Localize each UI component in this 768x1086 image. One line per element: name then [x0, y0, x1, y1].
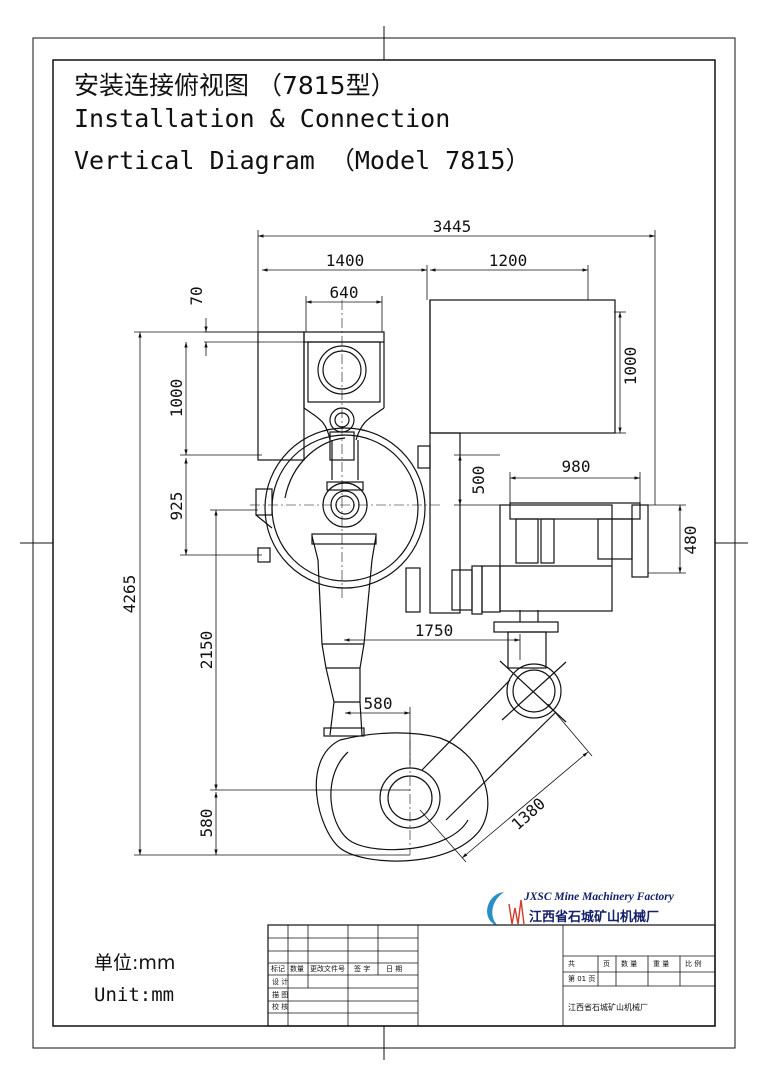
title-chinese: 安装连接俯视图 （7815型）	[74, 71, 396, 100]
tb-page-no: 第 01 页	[568, 975, 596, 983]
unit-chinese: 单位:mm	[94, 952, 176, 974]
dim-2150: 2150	[197, 631, 216, 670]
title-block	[267, 924, 716, 1027]
tb-total-label: 共	[568, 960, 575, 968]
tb-weight: 重 量	[653, 960, 670, 968]
tb-scale: 比 例	[685, 960, 702, 968]
tb-check: 校 核	[272, 1003, 289, 1011]
tb-rev-sign: 签 字	[354, 965, 371, 973]
tb-rev-doc: 更改文件号	[310, 965, 345, 973]
dimension-labels: 3445 1400 1200 640 70 1000 925 4265 2150…	[120, 217, 700, 837]
unit-english: Unit:mm	[94, 984, 175, 1006]
dim-500: 500	[469, 466, 488, 495]
dim-480: 480	[681, 526, 700, 555]
tb-draw: 描 图	[272, 991, 289, 999]
tb-rev-date: 日 期	[386, 965, 403, 973]
dim-4265: 4265	[120, 575, 139, 614]
tb-rev-mark: 标记	[271, 965, 285, 973]
logo-chinese: 江西省石城矿山机械厂	[529, 910, 660, 925]
dim-1750: 1750	[415, 621, 454, 640]
dimension-lines	[134, 230, 686, 863]
logo-english: JXSC Mine Machinery Factory	[524, 891, 674, 903]
dim-3445: 3445	[433, 217, 472, 236]
dim-580-left: 580	[197, 809, 216, 838]
tb-rev-qty: 数量	[290, 965, 304, 973]
dim-1400: 1400	[326, 251, 365, 270]
dim-1380: 1380	[508, 794, 549, 834]
tb-page-unit: 页	[603, 960, 610, 968]
dim-1200: 1200	[489, 251, 528, 270]
title-line-installation: Installation & Connection	[74, 104, 451, 133]
sheet-border	[20, 26, 748, 1060]
tb-company: 江西省石城矿山机械厂	[568, 1003, 648, 1012]
dim-1000-left: 1000	[167, 379, 186, 418]
tb-quantity: 数 量	[621, 960, 638, 968]
company-logo-icon	[487, 892, 525, 926]
dim-980: 980	[562, 457, 591, 476]
dim-70: 70	[187, 286, 206, 305]
title-line-vertical-diagram: Vertical Diagram （Model 7815）	[74, 146, 531, 175]
tb-design: 设 计	[272, 978, 289, 986]
dim-640: 640	[330, 283, 359, 302]
machine-outline	[255, 299, 649, 862]
dim-1000-right: 1000	[621, 347, 640, 386]
dim-580-top: 580	[364, 694, 393, 713]
center-lines	[250, 300, 440, 855]
dim-925: 925	[167, 492, 186, 521]
